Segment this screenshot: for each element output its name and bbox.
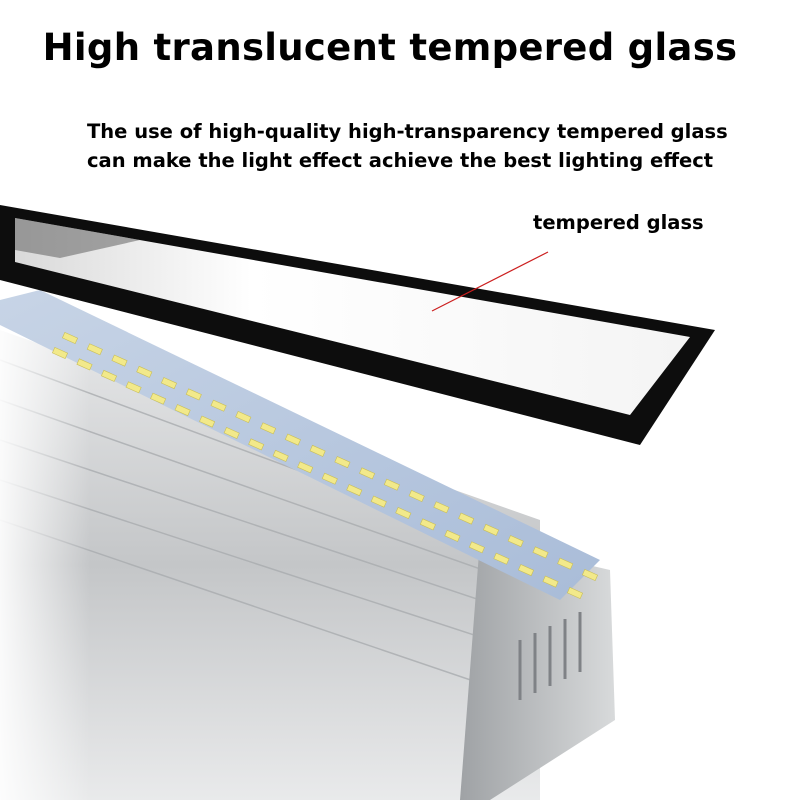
led-chip [493, 552, 510, 565]
led-chip [532, 546, 549, 559]
led-chip [174, 404, 191, 417]
led-chip [557, 557, 574, 570]
led-chip [136, 365, 153, 378]
led-chip [517, 564, 535, 577]
led-chip [370, 495, 387, 508]
callout-leader-line [431, 251, 549, 312]
led-chip [458, 512, 475, 525]
led-chip [581, 569, 599, 581]
led-chip [223, 427, 240, 439]
led-chip [334, 456, 351, 469]
led-chip [383, 478, 400, 491]
aluminum-profile [0, 330, 615, 800]
led-chip [51, 347, 69, 359]
led-chip [76, 358, 93, 371]
led-chip [482, 523, 500, 536]
led-chip [248, 438, 265, 451]
led-chip [346, 484, 363, 497]
led-chip [210, 399, 227, 412]
led-chip [272, 449, 289, 462]
led-chip [507, 535, 524, 548]
headline: High translucent tempered glass [42, 26, 738, 69]
led-chip [61, 332, 79, 344]
led-chip [433, 501, 450, 514]
led-chip [284, 433, 301, 446]
led-chip [419, 518, 436, 531]
led-chip [395, 507, 412, 519]
led-chip [199, 415, 216, 428]
description-line-2: can make the light effect achieve the be… [87, 149, 714, 172]
led-chip [111, 354, 128, 367]
led-chip [542, 575, 559, 588]
led-chip [309, 444, 326, 457]
led-chip [150, 392, 167, 405]
led-chip [86, 343, 103, 356]
led-chip [185, 388, 202, 401]
led-pcb-board [0, 290, 600, 600]
led-chip [444, 529, 461, 542]
led-chip [297, 461, 314, 474]
led-chip [408, 490, 425, 502]
led-chip [321, 472, 338, 485]
led-chip [100, 369, 118, 382]
led-chip [260, 422, 277, 435]
led-chip [125, 381, 142, 394]
led-chip [160, 377, 178, 390]
led-chip [235, 411, 252, 423]
description-line-1: The use of high-quality high-transparenc… [87, 120, 728, 143]
description: The use of high-quality high-transparenc… [87, 117, 767, 175]
led-chip [359, 467, 376, 480]
tempered-glass-panel [0, 205, 715, 445]
callout-label: tempered glass [533, 211, 704, 234]
led-chip [468, 541, 485, 554]
led-chip [566, 587, 584, 599]
